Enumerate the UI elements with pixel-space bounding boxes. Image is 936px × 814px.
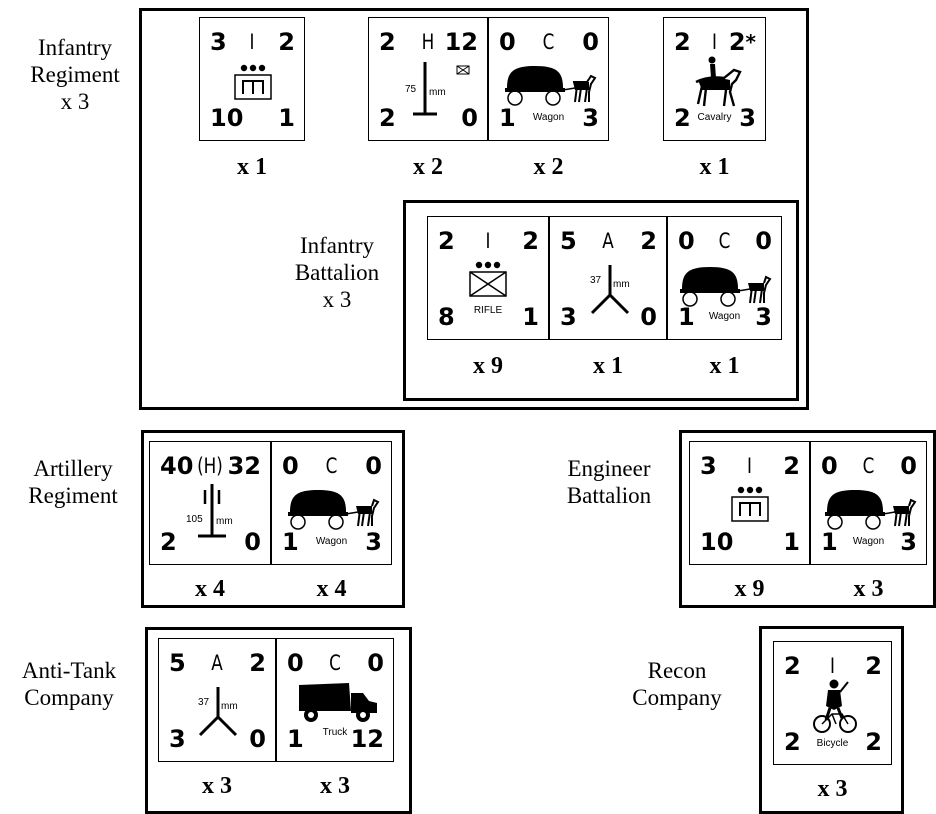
engineer-symbol-icon bbox=[731, 486, 769, 522]
multiplier-label: x 3 bbox=[320, 773, 350, 799]
howitzer-symbol-icon bbox=[413, 62, 470, 116]
multiplier-label: x 1 bbox=[237, 154, 267, 180]
engineer-symbol-icon bbox=[234, 64, 272, 100]
counter-wagon: 0 C 0 Wagon 1 3 bbox=[271, 441, 392, 565]
cavalry-caption: Cavalry bbox=[697, 112, 732, 123]
multiplier-label: x 4 bbox=[195, 576, 225, 602]
recon-company-label: Recon Company bbox=[632, 658, 722, 710]
antitank-gun-symbol-icon bbox=[198, 687, 238, 737]
counter-howitzer-105mm: 40 (H) 32 105 mm 2 0 bbox=[149, 441, 271, 565]
antitank-company-label: Anti-Tank Company bbox=[21, 658, 117, 710]
caliber-label: 37 bbox=[590, 275, 602, 286]
counter-rifle: 2 I 2 RIFLE 8 1 bbox=[427, 216, 549, 340]
caliber-unit-label: mm bbox=[613, 279, 630, 290]
wagon-caption: Wagon bbox=[315, 536, 348, 547]
bicycle-caption: Bicycle bbox=[816, 738, 849, 749]
multiplier-label: x 3 bbox=[853, 576, 884, 602]
infantry-battalion-label: Infantry Battalion x 3 bbox=[294, 233, 380, 312]
wagon-caption: Wagon bbox=[708, 311, 741, 322]
truck-caption: Truck bbox=[322, 727, 348, 738]
multiplier-label: x 3 bbox=[817, 776, 848, 802]
wagon-icon bbox=[505, 66, 597, 106]
counter-wagon: 0 C 0 Wagon 1 3 bbox=[488, 17, 609, 141]
wagon-caption: Wagon bbox=[852, 536, 885, 547]
caliber-label: 37 bbox=[198, 697, 210, 708]
antitank-gun-symbol-icon bbox=[590, 265, 630, 315]
counter-wagon: 0 C 0 Wagon 1 3 bbox=[810, 441, 927, 565]
artillery-regiment-label: Artillery Regiment bbox=[28, 456, 118, 508]
counter-engineer: 3 I 2 10 1 bbox=[689, 441, 810, 565]
multiplier-label: x 9 bbox=[734, 576, 765, 602]
cavalry-icon bbox=[695, 56, 742, 107]
wagon-caption: Wagon bbox=[532, 112, 565, 123]
caliber-unit-label: mm bbox=[221, 701, 238, 712]
wagon-icon bbox=[680, 267, 772, 307]
truck-icon bbox=[299, 683, 377, 722]
counter-cavalry: 2 I 2* Cavalry 2 3 bbox=[663, 17, 766, 141]
counter-truck: 0 C 0 Truck 1 12 bbox=[276, 638, 394, 762]
counter-antitank-37mm: 5 A 2 37 mm 3 0 bbox=[158, 638, 276, 762]
multiplier-label: x 1 bbox=[593, 353, 623, 379]
multiplier-label: x 2 bbox=[413, 154, 443, 180]
counter-bicycle: 2 I 2 Bicycle 2 2 bbox=[773, 641, 892, 765]
caliber-label: 75 bbox=[405, 84, 417, 95]
counter-howitzer-75mm: 2 H 12 75 mm 2 0 bbox=[368, 17, 488, 141]
multiplier-label: x 4 bbox=[316, 576, 347, 602]
multiplier-label: x 9 bbox=[473, 353, 503, 379]
multiplier-label: x 1 bbox=[699, 154, 730, 180]
rifle-caption: RIFLE bbox=[473, 305, 503, 316]
caliber-unit-label: mm bbox=[216, 516, 233, 527]
wagon-icon bbox=[825, 490, 917, 530]
multiplier-label: x 1 bbox=[709, 353, 740, 379]
bicycle-icon bbox=[813, 679, 857, 733]
counter-infantry-regiment-hq: 3 I 2 10 1 bbox=[199, 17, 305, 141]
caliber-unit-label: mm bbox=[429, 87, 446, 98]
counter-wagon: 0 C 0 Wagon 1 3 bbox=[667, 216, 782, 340]
rifle-symbol-icon bbox=[469, 261, 507, 297]
caliber-label: 105 bbox=[186, 514, 203, 525]
infantry-regiment-label: Infantry Regiment x 3 bbox=[30, 35, 120, 114]
multiplier-label: x 3 bbox=[202, 773, 232, 799]
engineer-battalion-label: Engineer Battalion bbox=[566, 456, 652, 508]
wagon-icon bbox=[288, 490, 380, 530]
counter-antitank-37mm: 5 A 2 37 mm 3 0 bbox=[549, 216, 667, 340]
multiplier-label: x 2 bbox=[533, 154, 564, 180]
heavy-howitzer-symbol-icon bbox=[198, 484, 226, 538]
